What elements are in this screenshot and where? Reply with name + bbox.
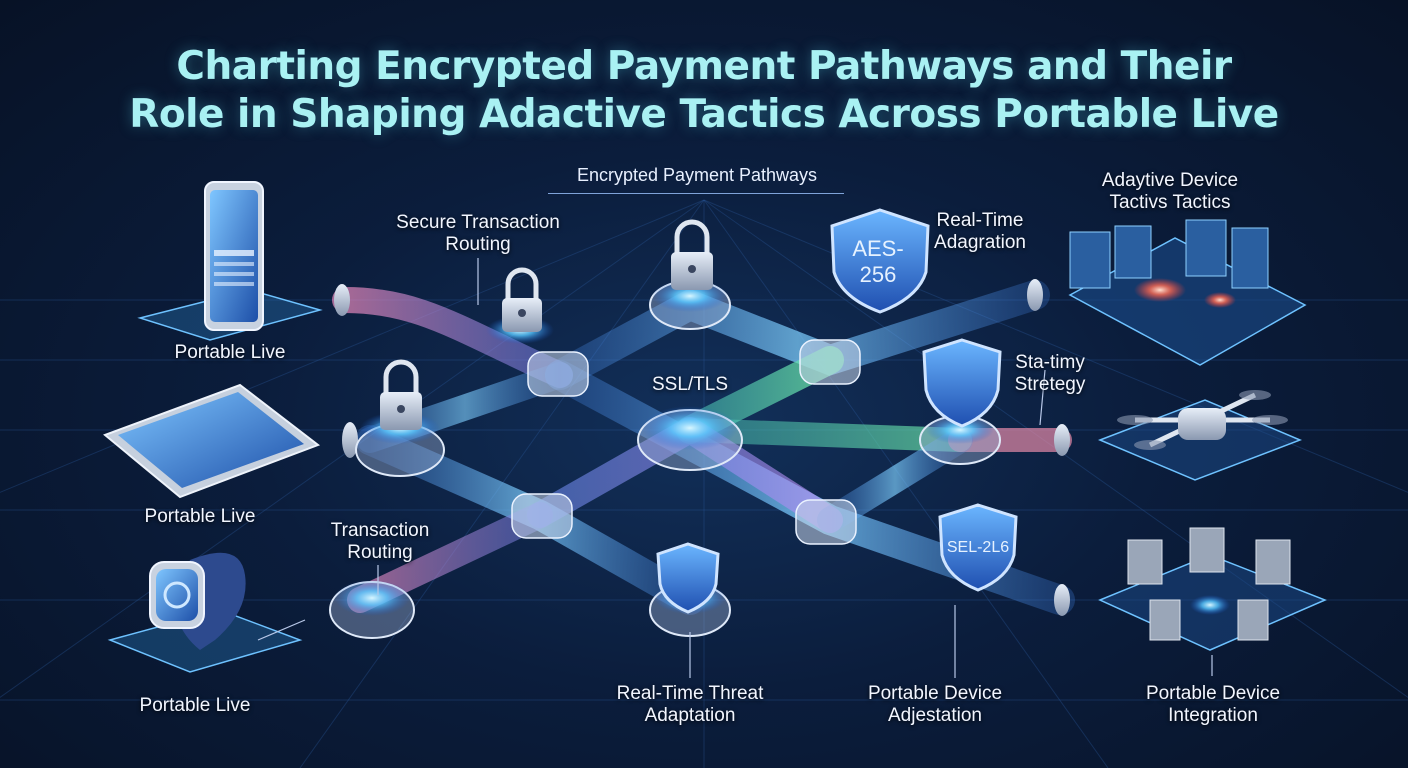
pipe-cap [334, 284, 350, 316]
dashboard-icon [1070, 220, 1305, 365]
label-line: Portable Device [1128, 683, 1298, 705]
pipe-coupler [800, 340, 860, 384]
label-line: Real-Time [905, 210, 1055, 232]
label-line: Sta-timy [990, 352, 1110, 374]
label-strategy: Sta-timy Stretegy [990, 352, 1110, 396]
shield-text-sel: SEL-2L6 [947, 539, 1009, 556]
shield-text-aes-2: 256 [860, 262, 897, 287]
label-device-smartwatch: Portable Live [115, 695, 275, 717]
label-line: Tactivs Tactics [1070, 192, 1270, 214]
page-title-line-1: Charting Encrypted Payment Pathways and … [0, 44, 1408, 89]
pipe-cap [1054, 584, 1070, 616]
label-line: Adagration [905, 232, 1055, 254]
section-heading-pathways: Encrypted Payment Pathways [550, 165, 844, 186]
lock-icon [671, 222, 713, 290]
label-device-adjestation: Portable Device Adjestation [850, 683, 1020, 727]
drone-icon [1100, 390, 1300, 480]
page-title-line-2: Role in Shaping Adactive Tactics Across … [0, 92, 1408, 137]
tablet-icon [105, 385, 318, 497]
label-line: Routing [310, 542, 450, 564]
hub-transaction-routing [330, 580, 414, 638]
label-device-tablet: Portable Live [120, 506, 280, 528]
label-device-integration: Portable Device Integration [1128, 683, 1298, 727]
pipe-coupler [796, 500, 856, 544]
label-line: Adaytive Device [1070, 170, 1270, 192]
label-line: Stretegy [990, 374, 1110, 396]
label-transaction-routing: Transaction Routing [310, 520, 450, 564]
label-threat-adaptation: Real-Time Threat Adaptation [590, 683, 790, 727]
label-device-smartphone: Portable Live [150, 342, 310, 364]
label-realtime-adagration: Real-Time Adagration [905, 210, 1055, 254]
pipe-coupler [528, 352, 588, 396]
pipe-cap [1027, 279, 1043, 311]
section-heading-rule [548, 193, 844, 194]
label-line: Real-Time Threat [590, 683, 790, 705]
shield-text-aes-1: AES- [852, 236, 903, 261]
pipe-cap [1054, 424, 1070, 456]
label-line: Portable Device [850, 683, 1020, 705]
smartwatch-icon [110, 553, 300, 672]
smartphone-icon [140, 182, 320, 340]
lock-icon [380, 362, 422, 430]
server-rack-icon [1100, 528, 1325, 650]
pipe-coupler [512, 494, 572, 538]
label-line: Integration [1128, 705, 1298, 727]
label-ssl-tls: SSL/TLS [630, 374, 750, 396]
label-line: Routing [378, 234, 578, 256]
label-line: Secure Transaction [378, 212, 578, 234]
label-line: Transaction [310, 520, 450, 542]
lock-icon [502, 270, 542, 332]
hub-ssl-tls [638, 406, 742, 470]
label-adaptive-device-tactics: Adaytive Device Tactivs Tactics [1070, 170, 1270, 214]
shield-icon [924, 340, 1000, 426]
label-line: Adaptation [590, 705, 790, 727]
label-line: Adjestation [850, 705, 1020, 727]
label-secure-transaction-routing: Secure Transaction Routing [378, 212, 578, 256]
